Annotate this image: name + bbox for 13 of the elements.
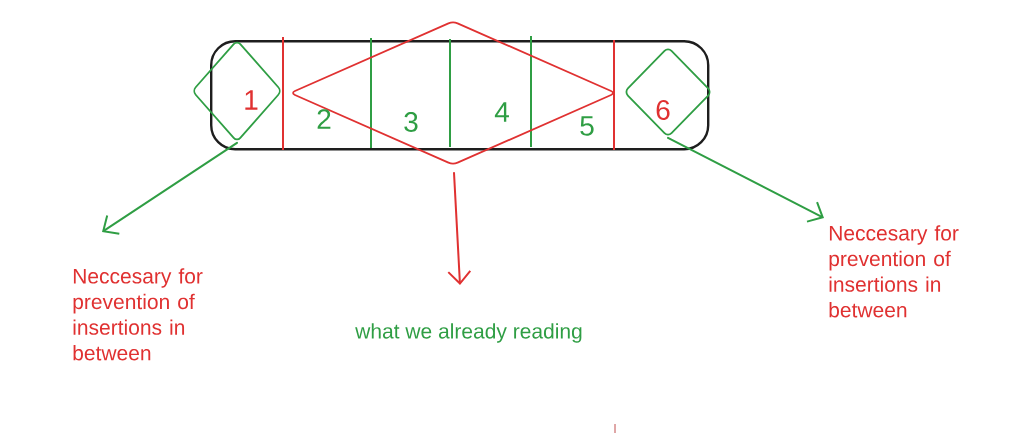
annotation-text: Neccesary for prevention of insertions in between [829,225,959,318]
cell-number: 2 [317,109,331,129]
diamond [292,21,614,165]
annotation-text: what we already reading [355,323,582,343]
rounded-rectangle [210,40,710,151]
arrow [447,171,472,285]
cell-number: 1 [245,90,258,110]
annotation-text: Neccesary for prevention of insertions in between [73,268,203,361]
cell-number: 4 [494,102,509,122]
cell-number: 6 [656,100,670,120]
cell-number: 5 [580,116,594,136]
diamond [193,41,281,141]
cell-number: 3 [404,112,418,132]
